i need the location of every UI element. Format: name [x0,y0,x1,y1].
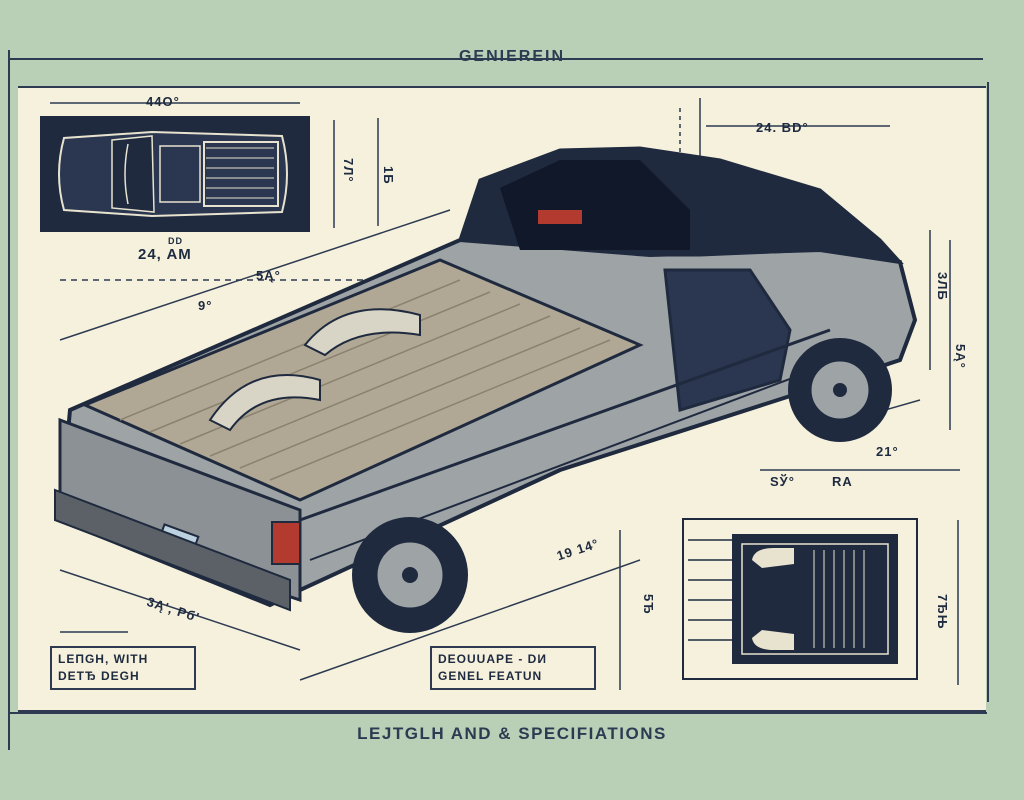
feature-note-line1: DEOUUAPE - DИ [438,652,547,666]
feature-note-line2: GENEL FEATUN [438,669,543,683]
top-view-caption: 24, AM [138,246,192,263]
panel-height-left-label: 5Ђ [641,594,656,615]
top-view-width-label: 44Ο° [146,94,180,109]
cab-length-label: 24. BD° [756,120,809,135]
length-note-line1: LEПGH, WITH [58,652,149,666]
right-height-label-b: 5Ą° [953,344,968,369]
right-width-label-b: SЎ° [770,474,795,489]
bed-top-view-panel [682,518,918,680]
top-view-truck-icon [58,130,288,218]
footer-title: LEJTGLH AND & SPECIFIATIONS [357,724,667,743]
top-view-caption-small: DD [168,236,183,246]
top-view-height-label-a: 7Л° [341,158,356,183]
panel-height-right-label: 7ЂЊ [935,594,950,630]
header-title: GENIEREIN [458,48,565,65]
front-wheel [788,338,892,442]
frame-right-rule [987,82,989,702]
rear-wheel [352,517,468,633]
length-note-box: LEПGH, WITH DEТЂ DEGН [50,646,196,690]
top-view-height-label-b: 1Б [381,166,396,185]
feature-note-box: DEOUUAPE - DИ GENEL FEATUN [430,646,596,690]
bed-diagonal-left-label: 9° [198,298,213,313]
top-view-panel [40,116,310,232]
bed-diagonal-mid-label: 5Ą° [256,268,281,283]
right-width-label-c: RA [832,474,853,489]
frame-top-rule [8,58,983,60]
frame-bottom-rule [8,712,987,714]
right-width-label-a: 21° [876,444,899,459]
length-note-line2: DEТЂ DEGН [58,669,140,683]
right-height-label-a: 3ЛБ [935,272,950,301]
frame-left-rule [8,50,10,750]
bed-top-view-icon [688,534,898,664]
